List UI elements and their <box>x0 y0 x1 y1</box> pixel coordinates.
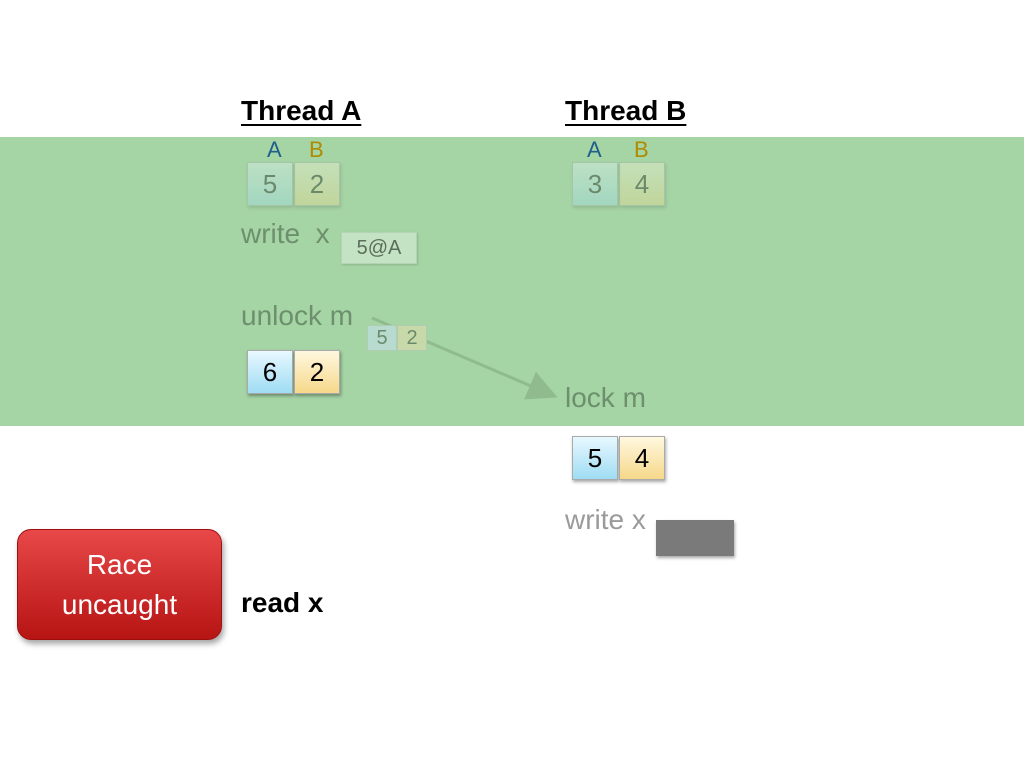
write-epoch-stamp: 5@A <box>341 232 417 264</box>
thread-a-clock-after-unlock-b: 2 <box>294 350 340 394</box>
thread-a-col-b-label: B <box>309 137 324 162</box>
thread-a-initial-clock-b: 2 <box>294 162 340 206</box>
thread-b-clock-after-lock-b: 4 <box>619 436 665 480</box>
thread-b-initial-clock-a: 3 <box>572 162 618 206</box>
released-clock-a: 5 <box>367 325 397 351</box>
released-clock-b: 2 <box>397 325 427 351</box>
write-epoch-placeholder <box>656 520 734 556</box>
thread-b-write-x: write x <box>565 504 646 535</box>
thread-a-unlock-m: unlock m <box>241 300 354 331</box>
thread-b-col-a-label: A <box>587 137 602 162</box>
thread-b-clock-after-lock-a: 5 <box>572 436 618 480</box>
race-uncaught-badge: Race uncaught <box>17 529 222 640</box>
thread-a-write-x: write x <box>241 218 330 249</box>
thread-b-title: Thread B <box>565 95 687 126</box>
race-badge-line2: uncaught <box>61 588 178 620</box>
thread-b-col-b-label: B <box>634 137 649 162</box>
thread-a-title: Thread A <box>241 95 362 126</box>
thread-a-initial-clock-a: 5 <box>247 162 293 206</box>
thread-a-read-x: read x <box>241 587 324 618</box>
thread-b-lock-m: lock m <box>565 382 646 413</box>
thread-b-initial-clock-b: 4 <box>619 162 665 206</box>
thread-a-clock-after-unlock-a: 6 <box>247 350 293 394</box>
thread-a-col-a-label: A <box>267 137 282 162</box>
race-badge-line1: Race <box>86 548 153 580</box>
